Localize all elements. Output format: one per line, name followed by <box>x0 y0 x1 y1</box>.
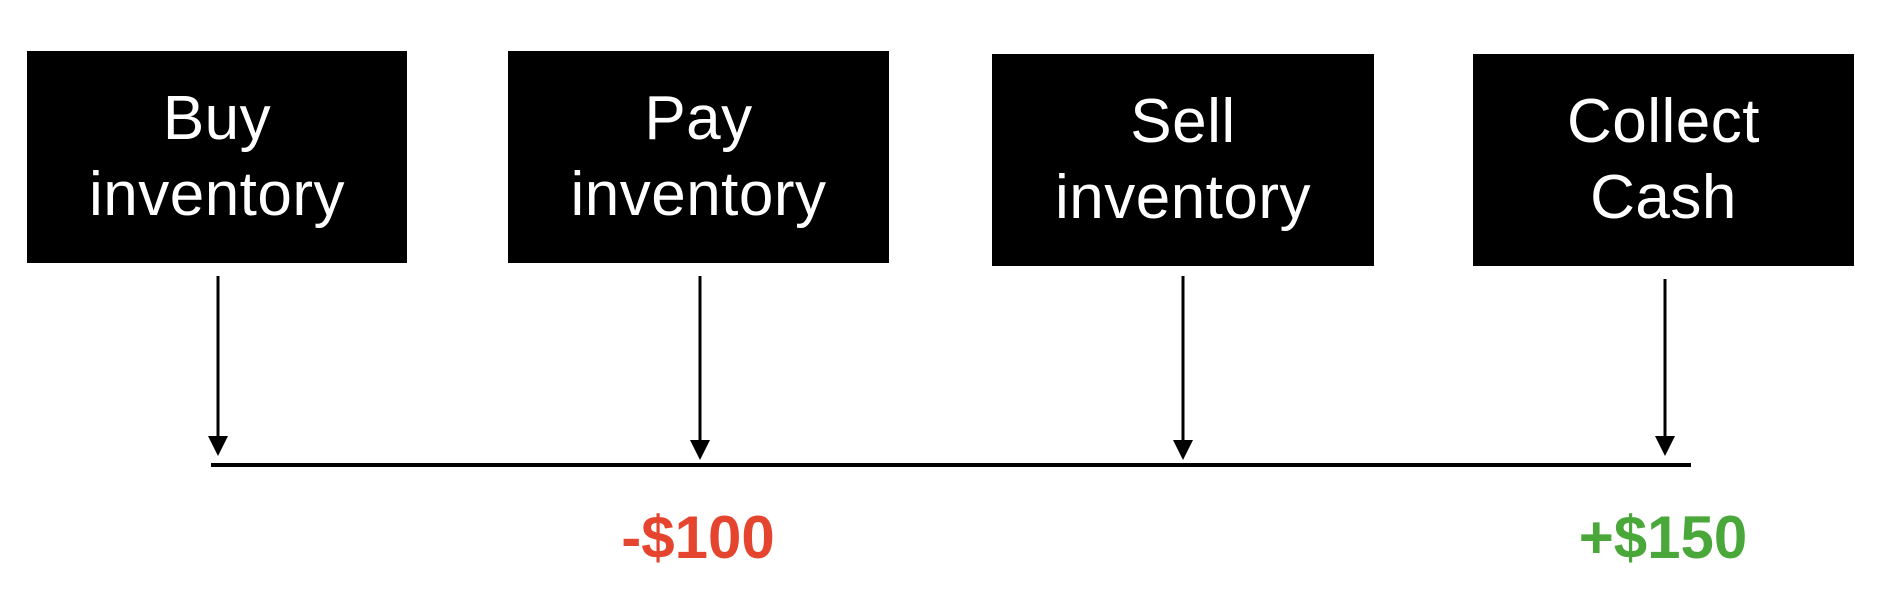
step-label-line-1: Pay <box>644 84 753 153</box>
cash-outflow-amount: -$100 <box>621 504 775 571</box>
arrow-head-buy-icon <box>208 436 228 456</box>
step-label-line-1: Collect <box>1566 87 1760 156</box>
step-label-line-2: Cash <box>1590 163 1737 232</box>
step-label-line-1: Buy <box>162 84 272 153</box>
step-label-line-2: inventory <box>1054 163 1312 232</box>
cash-inflow-amount: +$150 <box>1578 504 1748 571</box>
step-label-line-1: Sell <box>1130 87 1236 156</box>
step-box-collect-cash: Collect Cash <box>1473 54 1854 266</box>
step-label-line-2: inventory <box>88 160 346 229</box>
arrow-head-collect-icon <box>1655 436 1675 456</box>
step-box-buy-inventory: Buy inventory <box>27 51 407 263</box>
step-box-sell-inventory: Sell inventory <box>992 54 1374 266</box>
arrow-head-sell-icon <box>1173 440 1193 460</box>
step-box-pay-inventory: Pay inventory <box>508 51 889 263</box>
step-label-line-2: inventory <box>570 160 827 229</box>
arrow-head-pay-icon <box>690 440 710 460</box>
